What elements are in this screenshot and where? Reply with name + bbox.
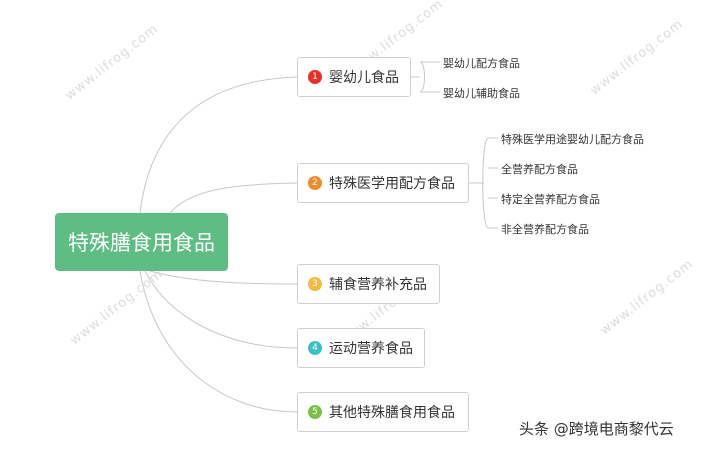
branch-node-1[interactable]: 1 婴幼儿食品 <box>297 57 411 97</box>
connector-root-branch-5 <box>139 270 298 413</box>
leaf-node[interactable]: 婴幼儿辅助食品 <box>443 87 520 100</box>
branch-label: 特殊医学用配方食品 <box>329 176 455 192</box>
connector-root-branch-4 <box>144 270 298 349</box>
leaf-node[interactable]: 非全营养配方食品 <box>501 223 589 236</box>
connector-branch-2-children <box>469 137 498 229</box>
number-badge: 2 <box>308 176 322 190</box>
branch-label: 其他特殊膳食用食品 <box>329 405 455 421</box>
leaf-node[interactable]: 特定全营养配方食品 <box>501 193 600 206</box>
branch-node-3[interactable]: 3 辅食营养补充品 <box>297 264 440 304</box>
number-badge: 1 <box>308 70 322 84</box>
branch-node-4[interactable]: 4 运动营养食品 <box>297 328 425 368</box>
number-badge: 4 <box>308 341 322 355</box>
branch-label: 运动营养食品 <box>329 341 413 357</box>
leaf-node[interactable]: 婴幼儿配方食品 <box>443 57 520 70</box>
branch-label: 婴幼儿食品 <box>329 70 399 86</box>
connector-root-branch-2 <box>169 182 298 214</box>
connector-branch-1-children <box>411 61 440 93</box>
number-badge: 3 <box>308 277 322 291</box>
source-credit: 头条 @跨境电商黎代云 <box>519 420 674 438</box>
connector-root-branch-1 <box>139 76 298 214</box>
root-node[interactable]: 特殊膳食用食品 <box>55 213 228 271</box>
leaf-node[interactable]: 特殊医学用途婴幼儿配方食品 <box>501 133 644 146</box>
connector-root-branch-3 <box>149 270 298 285</box>
branch-node-5[interactable]: 5 其他特殊膳食用食品 <box>297 392 469 432</box>
branch-label: 辅食营养补充品 <box>329 277 427 293</box>
branch-node-2[interactable]: 2 特殊医学用配方食品 <box>297 163 469 203</box>
number-badge: 5 <box>308 405 322 419</box>
leaf-node[interactable]: 全营养配方食品 <box>501 163 578 176</box>
